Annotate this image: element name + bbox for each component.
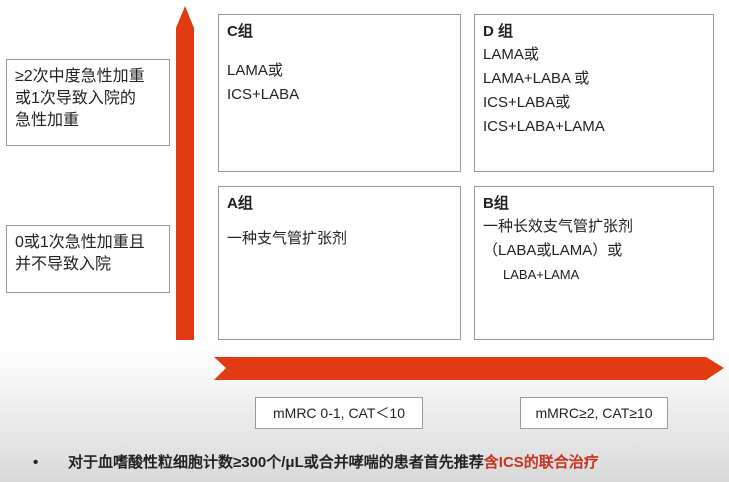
quadrant-c-line: LAMA或 [227,62,283,79]
quadrant-a-line [227,215,452,227]
y-label-low-risk: 0或1次急性加重且 并不导致入院 [6,225,170,293]
x-label-low-symptom: mMRC 0-1, CAT＜10 [255,397,423,429]
quadrant-b-line: LABA+LAMA [503,267,580,282]
bullet-icon: • [33,454,39,471]
quadrant-d: D 组 LAMA或 LAMA+LABA 或 ICS+LABA或 ICS+LABA… [474,14,714,172]
footnote: • 对于血嗜酸性粒细胞计数≥300个/μL或合并哮喘的患者首先推荐含ICS的联合… [0,448,729,478]
quadrant-c-title: C组 [227,23,253,40]
quadrant-a-title: A组 [227,195,253,212]
y-axis-arrow [176,6,194,340]
quadrant-b-line: （LABA或LAMA）或 [483,242,623,259]
quadrant-d-line: ICS+LABA+LAMA [483,118,605,135]
quadrant-d-line: LAMA+LABA 或 [483,70,590,87]
quadrant-c-line: ICS+LABA [227,86,300,103]
quadrant-c-line [227,43,452,59]
quadrant-d-line: ICS+LABA或 [483,94,571,111]
quadrant-d-line: LAMA或 [483,46,539,63]
quadrant-a: A组 一种支气管扩张剂 [218,186,461,340]
quadrant-b-line: 一种长效支气管扩张剂 [483,218,634,235]
footnote-text: 对于血嗜酸性粒细胞计数≥300个/μL或合并哮喘的患者首先推荐含ICS的联合治疗 [68,448,599,478]
quadrant-a-line: 一种支气管扩张剂 [227,230,348,247]
footnote-text-plain: 对于血嗜酸性粒细胞计数≥300个/μL或合并哮喘的患者首先推荐 [68,454,484,471]
footnote-text-highlight: 含ICS的联合治疗 [483,454,599,471]
x-label-high-symptom: mMRC≥2, CAT≥10 [520,397,668,429]
quadrant-c: C组 LAMA或 ICS+LABA [218,14,461,172]
quadrant-d-title: D 组 [483,23,514,40]
x-axis-arrow [214,357,724,380]
quadrant-b-title: B组 [483,195,509,212]
quadrant-b: B组 一种长效支气管扩张剂 （LABA或LAMA）或 LABA+LAMA [474,186,714,340]
y-label-high-risk: ≥2次中度急性加重 或1次导致入院的 急性加重 [6,59,170,146]
